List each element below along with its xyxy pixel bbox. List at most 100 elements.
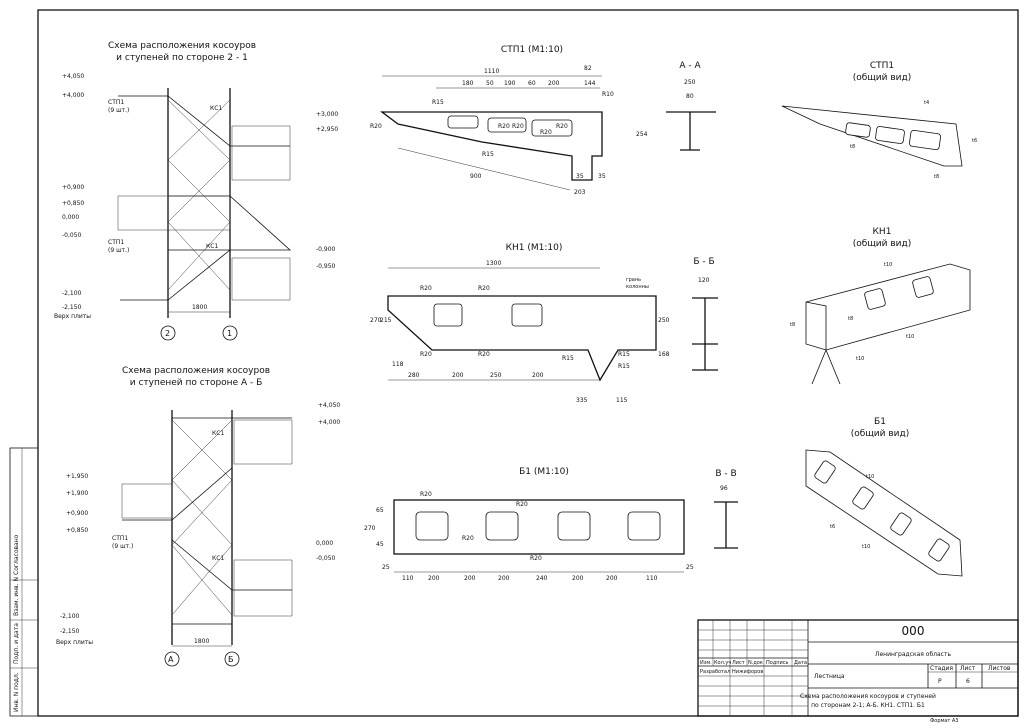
kn1-tag: t8 (848, 316, 853, 322)
kk-label: КС1 (210, 105, 222, 112)
stp1-tag: t8 (850, 144, 855, 150)
stp1-iso-hole (845, 122, 871, 138)
stp-label: (9 шт.) (108, 107, 129, 114)
level-label: +3,000 (316, 111, 338, 118)
b1-dim: 25 (686, 564, 694, 571)
level-label: +0,850 (62, 200, 84, 207)
stp1-hole (531, 119, 573, 137)
sec-vv-dim: 96 (720, 485, 728, 492)
title-block: Изм. Кол.уч Лист N.док Подпись Дата Разр… (697, 619, 1019, 724)
kn1-tag: t10 (856, 356, 864, 362)
kn1-dim: 250 (490, 372, 502, 379)
kk-label: КС1 (212, 555, 224, 562)
stp1-iso-body (781, 105, 963, 167)
side-stamp-label: Взам. инв. N (13, 577, 20, 616)
kn1-radius: R20 (478, 351, 490, 358)
stp-label: (9 шт.) (108, 247, 129, 254)
kn1-dim: 270 (370, 317, 382, 324)
level-label: +4,050 (318, 402, 340, 409)
stp1-radius: R15 (482, 151, 494, 158)
tb-sheet-title: по сторонам 2-1; А-Б. КН1. СТП1. Б1 (811, 702, 925, 709)
b1-detail: Б1 (М1:10) R20 R20 R20 R20 25 110 200 20… (364, 467, 694, 582)
stp1-radius: R20 (498, 123, 510, 130)
b1-hole (415, 511, 449, 541)
b1-view-title-line2: (общий вид) (851, 429, 910, 439)
sec-bb-title: Б - Б (693, 257, 714, 267)
b1-iso-body (805, 449, 963, 577)
kn1-detail-title: КН1 (М1:10) (506, 243, 563, 253)
kn1-dim: 200 (532, 372, 544, 379)
elev1-title-line2: и ступеней по стороне 2 - 1 (116, 53, 248, 63)
b1-dim: 110 (646, 575, 658, 582)
tb-header: Кол.уч (714, 660, 731, 666)
stp1-detail-title: СТП1 (М1:10) (501, 45, 563, 55)
tb-header: N.док (748, 660, 763, 666)
kn1-dim: 335 (576, 397, 588, 404)
landing-upper (233, 419, 293, 465)
stp1-detail: СТП1 (М1:10) 1110 82 180 50 190 60 200 1… (370, 45, 648, 196)
kn1-dim: 168 (658, 351, 670, 358)
axis-marker (164, 651, 180, 667)
kn1-dim: 280 (408, 372, 420, 379)
flight-upper (118, 95, 290, 147)
cross-bracing (167, 99, 231, 291)
level-label: -2,100 (62, 290, 82, 297)
tb-header: Лист (732, 660, 745, 666)
stp1-tag: t8 (934, 174, 939, 180)
axis-label: А (168, 655, 174, 664)
elev1-title-line1: Схема расположения косоуров (108, 41, 256, 51)
stp1-dim: 1110 (484, 68, 499, 75)
b1-iso-hole (814, 460, 836, 484)
side-stamp: Согласовано Взам. инв. N Подп. и дата Ин… (9, 447, 39, 717)
elev2-title-line1: Схема расположения косоуров (122, 366, 270, 376)
width-dim: 1800 (194, 638, 209, 645)
level-label: +4,050 (62, 73, 84, 80)
tb-stage-header: Стадия (930, 665, 953, 672)
level-label: 0,000 (316, 540, 333, 547)
stp1-radius: R20 (556, 123, 568, 130)
kn1-radius: R15 (618, 363, 630, 370)
sec-bb-dim: 120 (698, 277, 710, 284)
axis-label: Б (228, 655, 234, 664)
stp1-dim: 203 (574, 189, 586, 196)
kn1-iso-hole (912, 276, 934, 298)
level-label: +2,950 (316, 126, 338, 133)
b1-iso-hole (852, 486, 874, 510)
base-label: Верх плиты (54, 313, 91, 320)
stp1-tag: t4 (924, 100, 929, 106)
level-label: -0,900 (316, 246, 336, 253)
tb-header: Подпись (766, 660, 789, 666)
b1-hole (557, 511, 591, 541)
section-b-b: Б - Б 120 (692, 257, 718, 371)
b1-hole (485, 511, 519, 541)
side-stamp-frame (9, 447, 39, 717)
flights (122, 417, 292, 625)
kn1-note: колонны (626, 284, 649, 290)
kk-label: КС1 (206, 243, 218, 250)
stp-label: СТП1 (108, 239, 124, 246)
elev2-title-line2: и ступеней по стороне А - Б (130, 378, 263, 388)
stp1-dim: 254 (636, 131, 648, 138)
kn1-dim: 118 (392, 361, 404, 368)
kn1-view-title-line2: (общий вид) (853, 239, 912, 249)
b1-dim: 25 (382, 564, 390, 571)
stp1-view-title-line1: СТП1 (870, 61, 894, 71)
section-v-v: В - В 96 (714, 469, 738, 549)
b1-hole (627, 511, 661, 541)
sheet-frame (37, 9, 1019, 717)
kn1-radius: R15 (562, 355, 574, 362)
sec-aa-dim: 250 (684, 79, 696, 86)
b1-dim: 110 (402, 575, 414, 582)
b1-iso-hole (928, 538, 950, 562)
tb-stage: Р (938, 678, 942, 685)
level-label: +1,900 (66, 490, 88, 497)
level-label: +4,000 (318, 419, 340, 426)
b1-dim: 200 (428, 575, 440, 582)
stp1-dim: 35 (598, 173, 606, 180)
b1-radius: R20 (420, 491, 432, 498)
kn1-radius: R20 (420, 285, 432, 292)
level-label: +4,000 (62, 92, 84, 99)
stp1-dim: 60 (528, 80, 536, 87)
kn1-radius: R20 (478, 285, 490, 292)
